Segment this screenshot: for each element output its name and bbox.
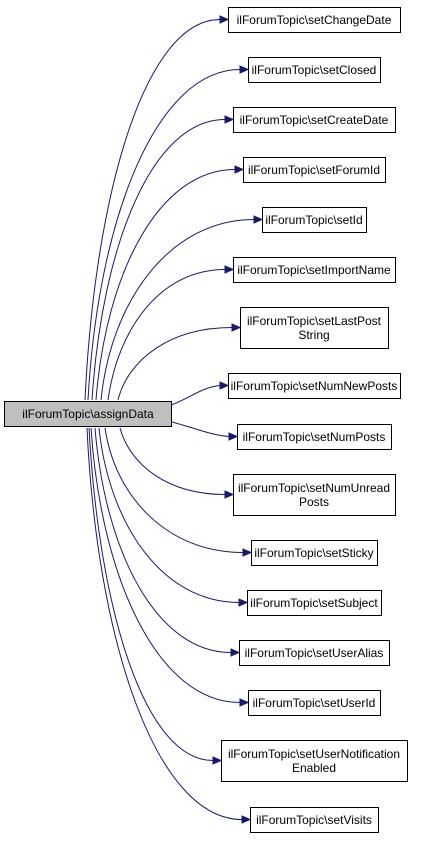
callee-node-label: ilForumTopic\setCreateDate	[240, 113, 389, 127]
arrowhead	[228, 432, 239, 441]
callee-node-set-num-posts[interactable]: ilForumTopic\setNumPosts	[237, 424, 392, 450]
call-edge	[91, 119, 226, 401]
arrowhead	[230, 648, 241, 657]
callee-node-label: String	[298, 328, 329, 342]
callee-node-label: ilForumTopic\setUserAlias	[245, 646, 384, 660]
call-edges	[84, 15, 264, 824]
callee-node-set-change-date[interactable]: ilForumTopic\setChangeDate	[228, 7, 401, 33]
callee-node-set-user-alias[interactable]: ilForumTopic\setUserAlias	[239, 640, 390, 666]
callee-node-label: ilForumTopic\setNumPosts	[243, 430, 386, 444]
arrowhead	[238, 598, 249, 607]
callee-node-label: ilForumTopic\setNumUnread	[238, 481, 390, 495]
call-edge	[90, 427, 241, 703]
callee-node-set-create-date[interactable]: ilForumTopic\setCreateDate	[233, 107, 396, 133]
call-edge	[86, 427, 243, 820]
callee-node-label: ilForumTopic\setUserId	[253, 696, 376, 710]
arrowhead	[231, 323, 242, 332]
arrowhead	[219, 15, 230, 24]
call-edge	[167, 385, 221, 407]
call-edge	[167, 420, 230, 437]
arrowhead	[241, 815, 252, 824]
callee-node-label: Enabled	[292, 761, 336, 775]
arrowhead	[239, 698, 250, 707]
arrowhead	[219, 381, 230, 390]
arrowhead	[234, 165, 245, 174]
callee-node-set-user-id[interactable]: ilForumTopic\setUserId	[248, 690, 381, 716]
callee-node-set-import-name[interactable]: ilForumTopic\setImportName	[233, 257, 396, 283]
call-edge	[107, 269, 226, 401]
callee-node-label: ilForumTopic\setForumId	[248, 163, 380, 177]
callee-node-label: ilForumTopic\setLastPost	[247, 314, 382, 328]
callee-node-label: Posts	[299, 495, 329, 509]
call-edge	[87, 69, 241, 401]
callee-node-set-forum-id[interactable]: ilForumTopic\setForumId	[243, 157, 386, 183]
arrowhead	[239, 65, 250, 74]
arrowhead	[224, 265, 235, 274]
call-edge	[88, 427, 214, 761]
arrowhead	[253, 215, 264, 224]
callee-node-label: ilForumTopic\setId	[265, 213, 362, 227]
call-edge	[98, 427, 240, 603]
callee-node-set-id[interactable]: ilForumTopic\setId	[262, 207, 367, 233]
call-edge	[117, 327, 233, 401]
callee-node-label: ilForumTopic\setSticky	[254, 546, 373, 560]
call-edge	[119, 427, 226, 495]
root-node-label: ilForumTopic\assignData	[22, 407, 154, 421]
callee-node-label: ilForumTopic\setNumNewPosts	[231, 379, 398, 393]
root-node[interactable]: ilForumTopic\assignData	[4, 401, 172, 427]
callee-node-label: ilForumTopic\setImportName	[237, 263, 391, 277]
callee-node-set-subject[interactable]: ilForumTopic\setSubject	[247, 590, 382, 616]
call-edge	[95, 169, 236, 401]
arrowhead	[242, 548, 253, 557]
callee-node-label: ilForumTopic\setVisits	[256, 813, 372, 827]
callee-node-set-closed[interactable]: ilForumTopic\setClosed	[248, 57, 381, 83]
callee-node-label: ilForumTopic\setClosed	[252, 63, 377, 77]
arrowhead	[212, 756, 223, 765]
callee-node-set-sticky[interactable]: ilForumTopic\setSticky	[251, 540, 378, 566]
call-edge	[100, 219, 255, 401]
callee-node-label: ilForumTopic\setUserNotification	[228, 747, 400, 761]
callee-node-set-visits[interactable]: ilForumTopic\setVisits	[250, 807, 379, 833]
arrowhead	[224, 115, 235, 124]
call-edge	[84, 19, 221, 401]
function-nodes: ilForumTopic\assignData ilForumTopic\set…	[4, 7, 408, 833]
callee-node-label: ilForumTopic\setSubject	[250, 596, 378, 610]
call-edge	[104, 427, 244, 553]
callee-node-label: ilForumTopic\setChangeDate	[237, 13, 392, 27]
callee-node-set-num-new-posts[interactable]: ilForumTopic\setNumNewPosts	[228, 373, 401, 399]
arrowhead	[224, 490, 235, 499]
call-edge	[94, 427, 232, 653]
